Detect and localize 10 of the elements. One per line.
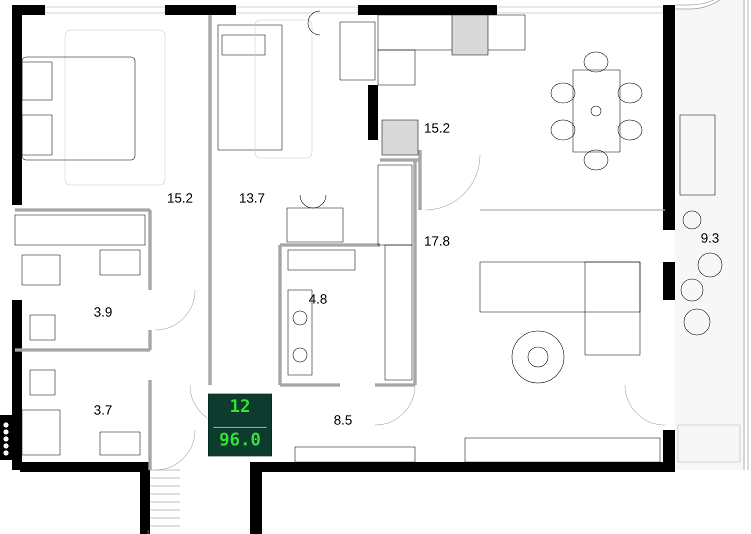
area-label: 3.7: [94, 405, 112, 415]
area-label: 4.8: [309, 294, 327, 304]
area-label: 9.3: [701, 233, 719, 243]
area-label: 15.2: [168, 193, 192, 203]
area-badge: 12 96.0: [208, 394, 272, 456]
area-label: 8.5: [334, 415, 352, 425]
area-label: 17.8: [425, 236, 450, 246]
area-label: 3.9: [94, 307, 112, 317]
area-label: 15.2: [425, 123, 450, 133]
area-label: 13.7: [240, 193, 264, 203]
